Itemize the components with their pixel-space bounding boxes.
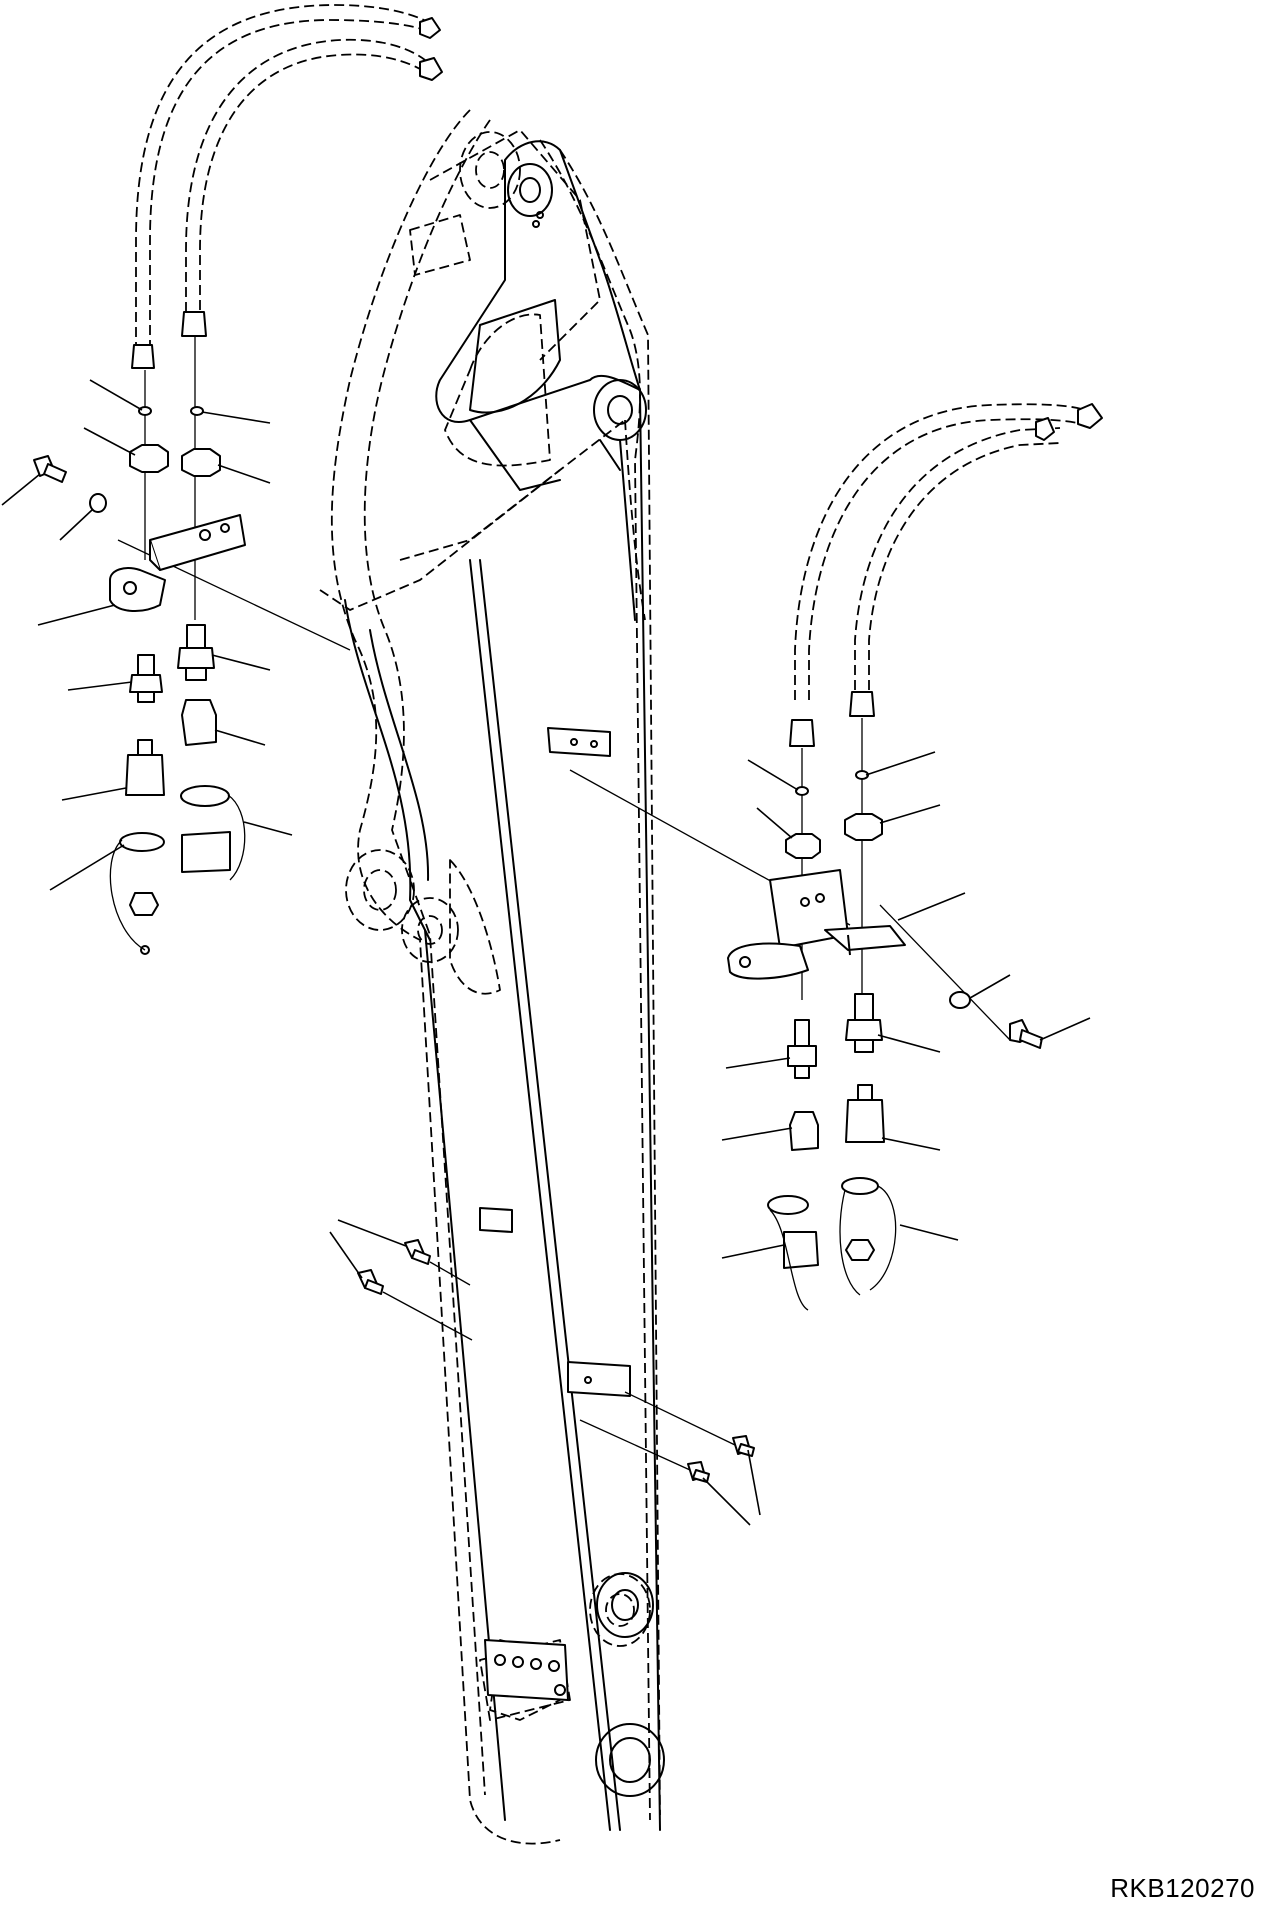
arm-bolts — [357, 1239, 755, 1483]
callout-leaders — [1, 379, 1091, 1526]
arm-head — [435, 140, 647, 621]
hoses-left — [131, 4, 443, 369]
right-fittings — [569, 718, 1043, 1311]
left-fittings — [33, 336, 351, 955]
hoses-right — [789, 403, 1103, 747]
drawing-reference-code: RKB120270 — [1110, 1873, 1255, 1903]
arm-outline — [319, 109, 661, 1845]
arm-beam — [344, 394, 665, 1831]
